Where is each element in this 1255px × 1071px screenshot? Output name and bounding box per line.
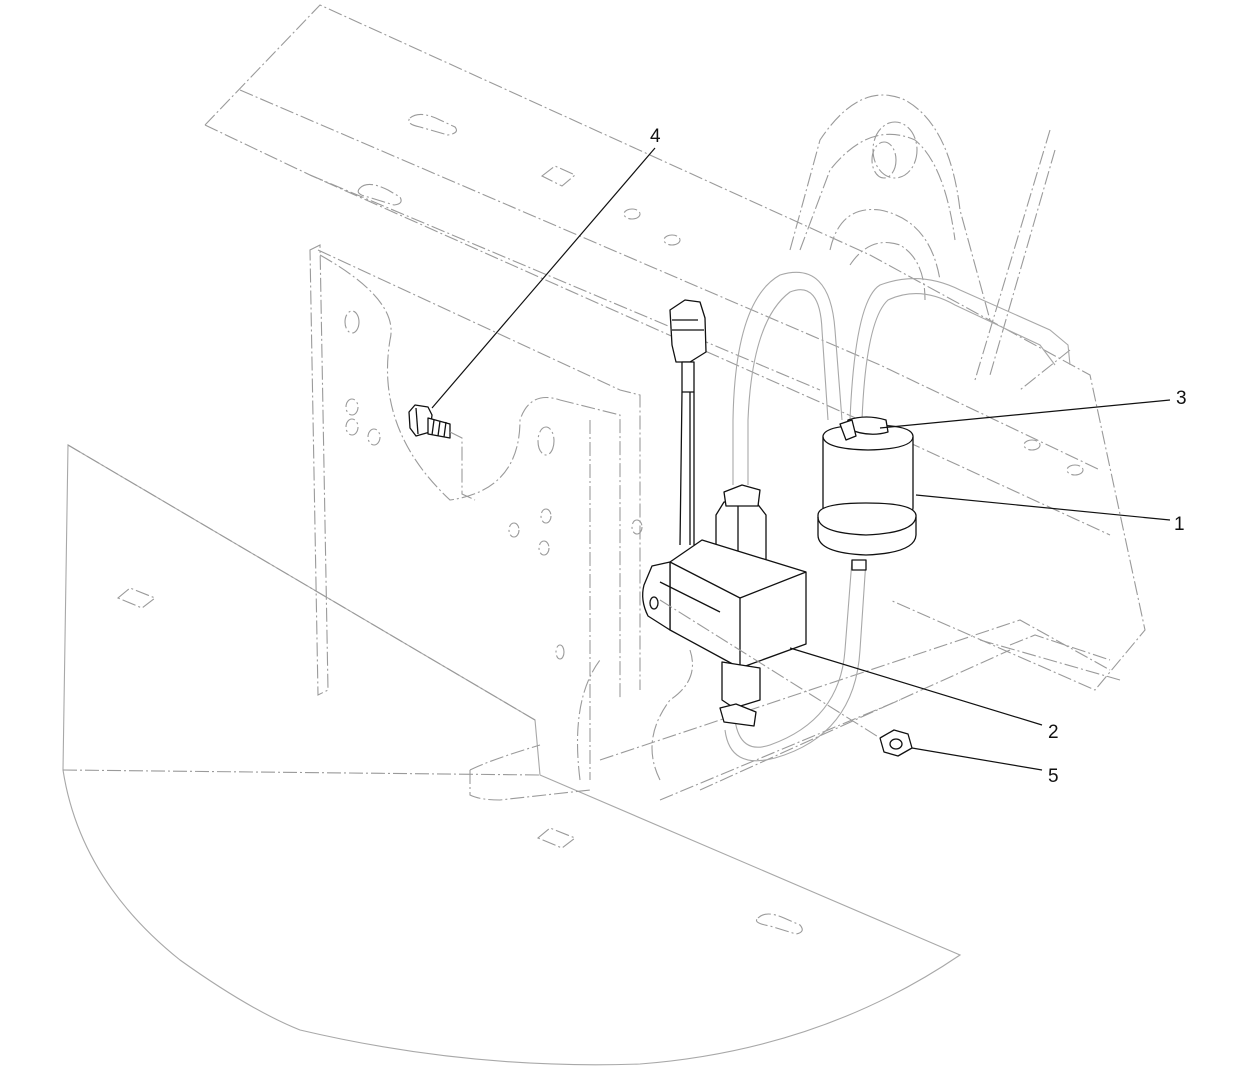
fuel-hoses [724,271,1071,762]
callout-1: 1 [1174,514,1185,535]
bracket-tab [789,94,991,321]
side-panel [309,244,329,696]
upper-slot-1 [408,113,457,136]
leader-4 [431,147,656,409]
fuel-hose-lower [734,559,853,748]
frame-context [62,4,1146,1066]
callouts: 1 2 3 4 5 [650,126,1187,787]
fuel-filter [817,424,917,571]
upper-square-hole [540,165,577,187]
fuel-pump [642,299,807,727]
upper-deck-plate [204,4,1146,691]
hose-clamp [839,416,889,441]
callout-5: 5 [1048,766,1059,787]
leader-2 [789,647,1043,726]
leader-lines [431,147,1171,771]
lower-slot [755,913,803,935]
lower-square-hole-1 [116,587,157,609]
pump-connector [669,299,707,363]
callout-4: 4 [650,126,661,147]
callout-2: 2 [1048,722,1059,743]
callout-3: 3 [1176,388,1187,409]
fuel-hose-return [849,278,1071,421]
upper-slot-2 [357,183,402,206]
leader-5 [911,747,1043,771]
fuel-hose-to-pump [732,271,843,485]
leader-3 [879,399,1171,429]
leader-1 [915,494,1171,521]
bolt [408,404,476,501]
lower-square-hole-2 [536,827,577,849]
lower-deck-plate [62,444,962,1066]
